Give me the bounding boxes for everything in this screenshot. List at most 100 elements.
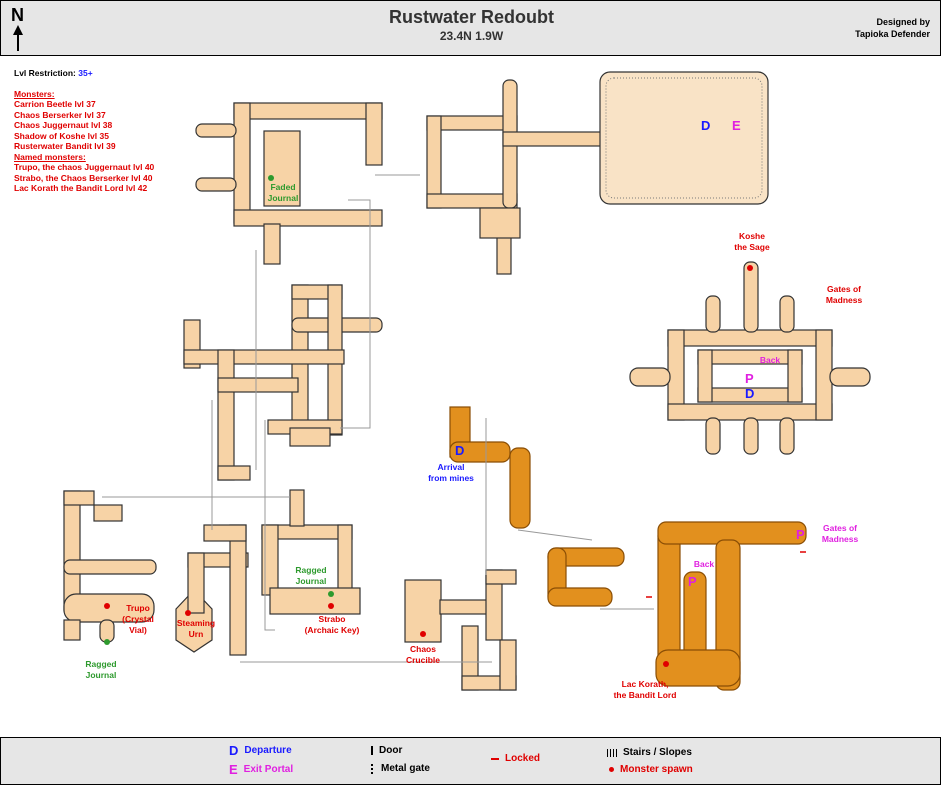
cave-passage — [657, 527, 681, 669]
monster-spawn-icon — [420, 631, 426, 637]
ragged-journal-label: Ragged Journal — [74, 659, 128, 681]
label-line: Trupo — [126, 603, 150, 613]
corridor — [289, 489, 305, 527]
corridor — [705, 295, 721, 333]
legend-departure: D Departure — [229, 743, 292, 758]
label-line: the Bandit Lord — [613, 690, 677, 700]
chaos-crucible-label: Chaos Crucible — [396, 644, 450, 666]
legend-stairs: Stairs / Slopes — [607, 747, 692, 758]
monster-item: Carrion Beetle lvl 37 — [14, 99, 96, 109]
corridor — [233, 102, 251, 224]
connection-lines — [102, 174, 654, 663]
orange-caves — [449, 406, 807, 691]
corridor — [779, 295, 795, 333]
label-line: Steaming — [176, 618, 216, 628]
corridor — [217, 377, 299, 393]
legend-metal-gate: Metal gate — [371, 763, 430, 774]
map-title: Rustwater Redoubt — [388, 7, 554, 27]
map-coordinates: 23.4N 1.9W — [439, 29, 504, 43]
door-icon — [371, 746, 373, 755]
corridor — [502, 131, 604, 147]
legend-locked: Locked — [491, 753, 540, 764]
monster-spawn-icon — [609, 767, 614, 772]
level-restriction-label: Lvl Restriction: — [14, 68, 76, 78]
legend-monster-spawn-label: Monster spawn — [620, 764, 693, 775]
designer-credit: Designed by Tapioka Defender — [800, 16, 930, 40]
corridor — [217, 465, 251, 481]
label-line: the Sage — [734, 242, 770, 252]
label-line: Ragged — [295, 565, 327, 575]
monster-spawn-icon — [663, 661, 669, 667]
portal-room — [599, 71, 769, 205]
named-monster-item: Lac Korath the Bandit Lord lvl 42 — [14, 183, 148, 193]
monster-spawns — [104, 265, 753, 667]
journal-icon — [328, 591, 334, 597]
journal-spots — [104, 175, 334, 645]
corridor — [779, 417, 795, 455]
corridor — [195, 177, 237, 192]
monster-spawn-icon — [747, 265, 753, 271]
label-line: Chaos — [410, 644, 436, 654]
departure-marker: D — [745, 386, 755, 401]
monster-spawn-icon — [328, 603, 334, 609]
corridor — [233, 209, 383, 227]
back-label: Back — [693, 559, 715, 569]
monster-item: Shadow of Koshe lvl 35 — [14, 130, 109, 141]
corridor — [337, 524, 353, 596]
label-line: Madness — [821, 534, 859, 544]
corridor — [829, 367, 871, 387]
koshe-label: Koshe the Sage — [722, 231, 782, 253]
portal-marker: P — [796, 527, 805, 542]
monster-item: Rusterwater Bandit lvl 39 — [14, 141, 116, 151]
departure-icon: D — [229, 743, 239, 758]
legend-departure-label: Departure — [244, 745, 292, 756]
corridor — [485, 569, 517, 585]
designer-line-2: Tapioka Defender — [855, 29, 930, 39]
designer-line-1: Designed by — [876, 17, 930, 27]
legend-exit-portal-label: Exit Portal — [243, 764, 294, 775]
corridor — [263, 223, 281, 265]
label-line: Gates of — [822, 523, 857, 533]
locked-markers — [646, 551, 806, 598]
locked-icon — [491, 757, 499, 760]
legend-bar: D Departure E Exit Portal Door Metal gat… — [0, 737, 941, 785]
corridor — [705, 417, 721, 455]
steaming-urn-label: Steaming Urn — [168, 618, 224, 640]
monster-item: Chaos Berserker lvl 37 — [14, 109, 106, 120]
legend-door-label: Door — [379, 745, 403, 756]
label-line: Crucible — [405, 655, 440, 665]
corridor — [203, 524, 247, 542]
corridor — [63, 559, 157, 575]
legend-exit-portal: E Exit Portal — [229, 762, 293, 777]
cave-passage — [449, 441, 511, 463]
label-line: Koshe — [739, 231, 765, 241]
label-line: from mines — [428, 473, 474, 483]
level-restriction-value: 35+ — [78, 68, 93, 78]
legend-stairs-label: Stairs / Slopes — [623, 747, 692, 758]
corridor — [261, 524, 279, 596]
cave-passage — [547, 587, 613, 607]
legend-metal-gate-label: Metal gate — [381, 763, 430, 774]
journal-icon — [268, 175, 274, 181]
monster-spawn-icon — [185, 610, 191, 616]
connection-line — [340, 199, 371, 429]
strabo-room — [269, 587, 361, 615]
room-faded-journal — [263, 130, 301, 207]
departure-marker: D — [701, 118, 711, 133]
corridor — [496, 233, 512, 275]
corridor — [229, 524, 247, 656]
corridor — [479, 207, 521, 239]
monster-item: Chaos Juggernaut lvl 38 — [14, 120, 113, 130]
label-line: Madness — [825, 295, 863, 305]
corridor — [499, 639, 517, 691]
corridor — [63, 619, 81, 641]
label-line: Journal — [267, 193, 299, 203]
portal-marker: P — [745, 371, 754, 386]
named-monster-item: Strabo, the Chaos Berserker lvl 40 — [14, 172, 153, 183]
legend-locked-label: Locked — [505, 753, 541, 764]
departure-marker: D — [455, 443, 465, 458]
corridor — [629, 367, 671, 387]
info-panel: Lvl Restriction: 35+ Monsters: Carrion B… — [14, 68, 154, 194]
back-label: Back — [759, 355, 781, 365]
